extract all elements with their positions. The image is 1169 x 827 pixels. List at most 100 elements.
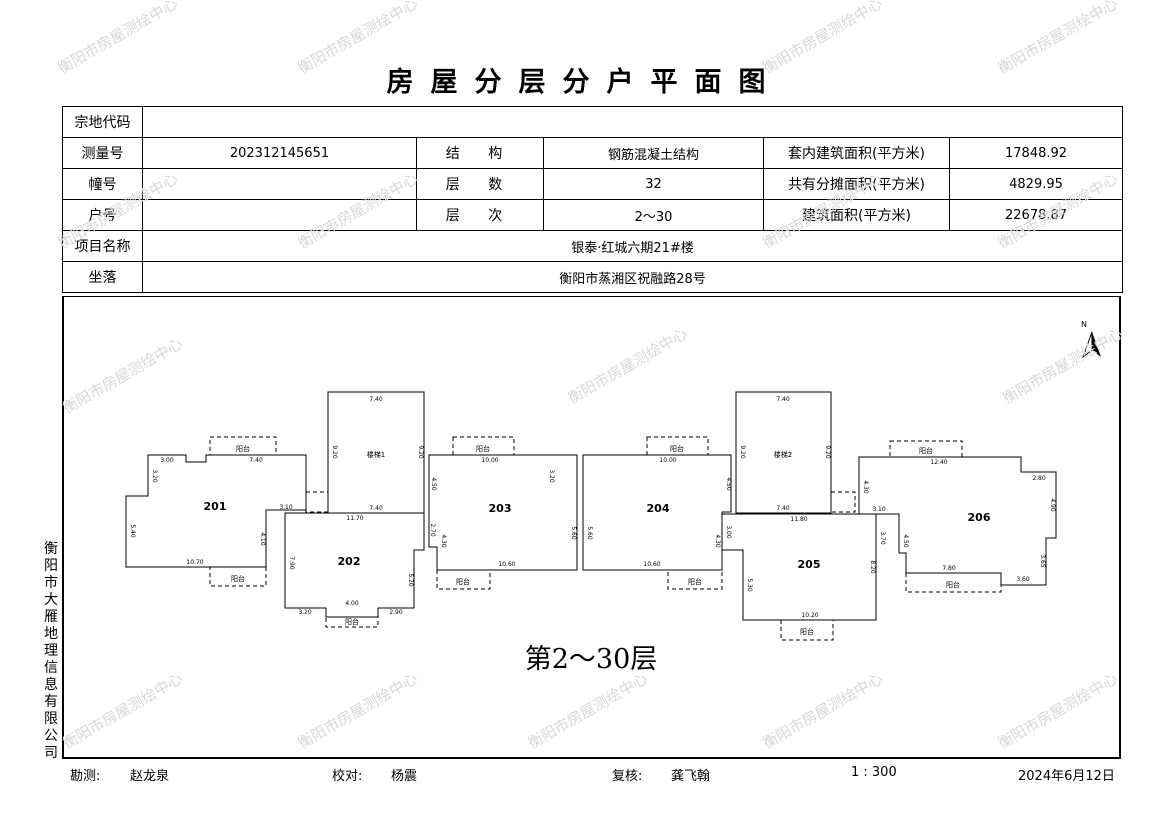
dim-204-left: 5.60 [586, 526, 593, 540]
dim-202-left: 7.90 [288, 556, 295, 570]
dim-s2-right: 9.20 [824, 445, 831, 459]
dim-204-top: 10.00 [659, 457, 676, 464]
dim-205-bottom: 10.20 [801, 612, 818, 619]
project-label: 项目名称 [62, 230, 143, 262]
company-vertical-label: 衡阳市大雁地理信息有限公司 [44, 541, 58, 761]
page-title: 房屋分层分户平面图 [386, 67, 783, 98]
aircon-1 [305, 491, 329, 513]
dim-206-b: 3.60 [1016, 576, 1030, 583]
unit-label-201: 201 [204, 500, 227, 513]
balcony-203-top [452, 436, 515, 456]
location-label: 坐落 [62, 261, 143, 293]
stair-label-1: 楼梯1 [367, 450, 385, 459]
dim-206-c: 3.10 [872, 506, 886, 513]
dim-206-right: 4.90 [1049, 498, 1056, 512]
floor-caption: 第2～30层 [525, 644, 658, 675]
dim-205-r2: 3.70 [879, 531, 886, 545]
dim-203-left: 4.50 [430, 477, 437, 491]
unit-label-205: 205 [798, 558, 821, 571]
dim-s2-left: 9.20 [739, 445, 746, 459]
dim-201-c: 3.10 [279, 504, 293, 511]
dim-201-a: 3.00 [160, 457, 174, 464]
balcony-label-201-bottom: 阳台 [231, 574, 245, 583]
stairwell-2-outline [735, 391, 832, 514]
dim-205-left: 3.00 [725, 525, 732, 539]
stair-label-2: 楼梯2 [774, 450, 792, 459]
floors-value: 32 [543, 168, 764, 200]
unit-204-outline [582, 454, 732, 571]
date-value: 2024年6月12日 [1018, 769, 1115, 784]
checker-value: 杨震 [391, 769, 418, 784]
reviewer-label: 复核: [612, 769, 643, 784]
dim-201-b: 3.20 [151, 469, 158, 483]
balcony-201-bottom [209, 566, 267, 587]
dim-205-top: 11.80 [790, 516, 807, 523]
dim-s1-right: 9.20 [417, 445, 424, 459]
dim-204-right: 4.50 [725, 477, 732, 491]
parcel-code-label: 宗地代码 [62, 106, 143, 138]
balcony-label-204-bottom: 阳台 [688, 577, 702, 586]
balcony-label-203-bottom: 阳台 [456, 577, 470, 586]
dim-203-r2: 5.60 [570, 526, 577, 540]
dim-s1-top: 7.40 [369, 396, 383, 403]
plan-frame [62, 296, 1121, 759]
balcony-206-bottom [905, 572, 1002, 593]
balcony-label-206-top: 阳台 [919, 446, 933, 455]
info-table: 宗地代码 测量号 202312145651 结 构 钢筋混凝土结构 套内建筑面积… [62, 106, 1124, 293]
unit-label-203: 203 [489, 502, 512, 515]
balcony-204-bottom [667, 569, 723, 590]
location-value: 衡阳市蒸湘区祝融路28号 [141, 261, 1124, 293]
dim-201-left: 5.40 [129, 524, 136, 538]
balcony-label-205: 阳台 [800, 627, 814, 636]
dim-204-bottom: 10.60 [643, 561, 660, 568]
balcony-203-bottom [436, 569, 491, 590]
balcony-205 [780, 619, 834, 641]
dim-201-bottom: 10.70 [186, 559, 203, 566]
dim-204-b: 4.30 [714, 534, 721, 548]
balcony-label-202: 阳台 [345, 617, 359, 626]
balcony-206-top [889, 440, 963, 458]
total-area-value: 22678.87 [948, 199, 1124, 231]
dim-206-a: 2.80 [1032, 475, 1046, 482]
balcony-204-top [646, 436, 709, 456]
balcony-label-206-bottom: 阳台 [946, 580, 960, 589]
balcony-label-203-top: 阳台 [476, 444, 490, 453]
north-arrow-icon: N [1081, 320, 1101, 359]
dim-202-b: 4.00 [345, 600, 359, 607]
dim-s2-top: 7.40 [776, 396, 790, 403]
scale-value: 1 : 300 [851, 765, 897, 780]
unit-206-outline [858, 456, 1057, 586]
dim-203-top: 10.00 [481, 457, 498, 464]
dim-205-l2: 5.30 [746, 578, 753, 592]
surveyor-label: 勘测: [70, 769, 101, 784]
dim-201-top: 7.40 [249, 457, 263, 464]
dim-206-left: 4.30 [862, 480, 869, 494]
dim-203-bottom: 10.60 [498, 561, 515, 568]
balcony-202 [325, 616, 379, 628]
total-area-label: 建筑面积(平方米) [763, 199, 950, 231]
dim-206-r2: 3.65 [1039, 554, 1046, 568]
balcony-label-201-top: 阳台 [236, 444, 250, 453]
inner-area-value: 17848.92 [948, 137, 1124, 169]
unit-label-204: 204 [647, 502, 670, 515]
dim-s1-left: 9.20 [331, 445, 338, 459]
dim-s1-bottom: 7.40 [369, 505, 383, 512]
dim-203-b: 4.30 [440, 534, 447, 548]
building-label: 幢号 [62, 168, 143, 200]
shared-area-value: 4829.95 [948, 168, 1124, 200]
unit-label-202: 202 [338, 555, 361, 568]
surveyor-value: 赵龙泉 [130, 769, 170, 784]
dim-206-top: 12.40 [930, 459, 947, 466]
unit-202-outline [284, 512, 425, 618]
reviewer-value: 龚飞翰 [671, 769, 711, 784]
dim-203-right: 3.20 [548, 469, 555, 483]
dim-201-right: 4.10 [259, 532, 266, 546]
dim-202-right: 5.20 [407, 573, 414, 587]
dim-s2-bottom: 7.40 [776, 505, 790, 512]
balcony-label-204-top: 阳台 [670, 444, 684, 453]
checker-label: 校对: [332, 769, 363, 784]
dim-202-c: 2.90 [389, 609, 403, 616]
dim-206-l2: 4.50 [902, 534, 909, 548]
north-label: N [1081, 320, 1087, 329]
